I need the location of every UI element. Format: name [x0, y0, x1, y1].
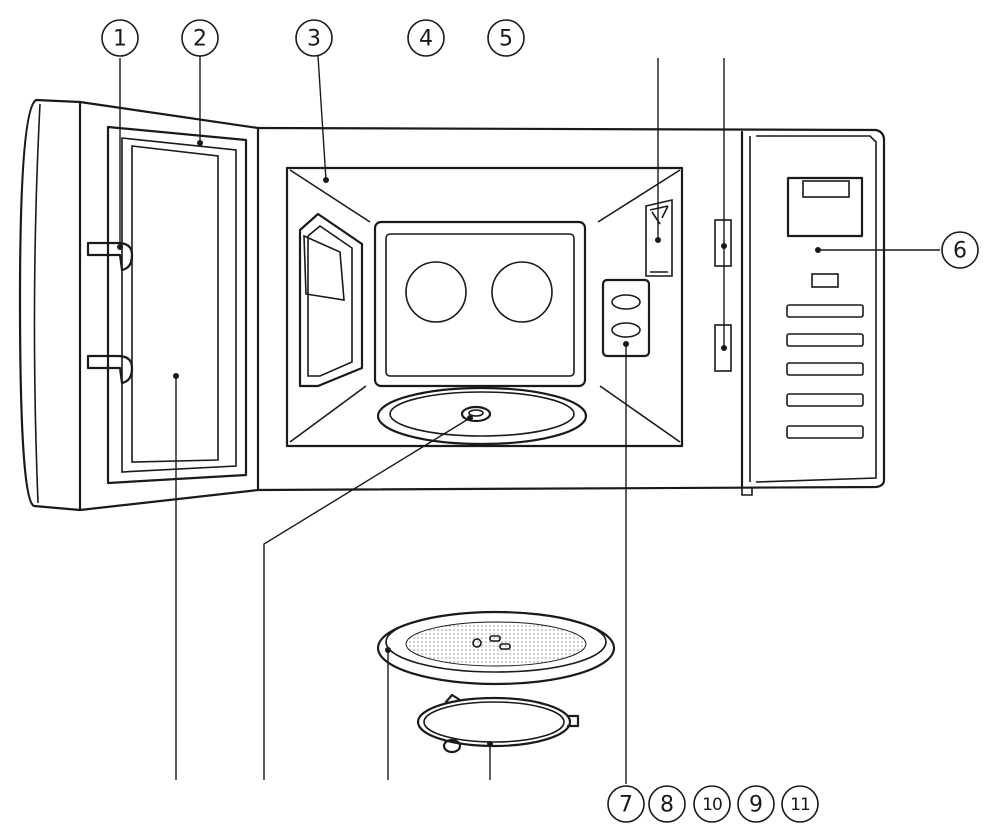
callout-1: 1 [101, 19, 139, 57]
control-button-4 [786, 393, 864, 407]
callout-11: 11 [781, 785, 819, 823]
callout-10-label: 10 [702, 795, 722, 815]
microwave-cabinet [256, 126, 886, 496]
cavity-floor-recess [376, 386, 588, 446]
callout-9: 9 [737, 785, 775, 823]
callout-5-label: 5 [499, 27, 513, 52]
door-latch-hook-lower [86, 354, 134, 385]
back-wall-vent-right [491, 261, 553, 323]
callout-10: 10 [693, 785, 731, 823]
callout-11-label: 11 [790, 795, 810, 815]
callout-7-label: 7 [619, 793, 633, 818]
callout-8-label: 8 [660, 793, 674, 818]
callout-4-label: 4 [419, 27, 433, 52]
callout-7: 7 [607, 785, 645, 823]
display-window [786, 176, 864, 238]
callout-1-label: 1 [113, 27, 127, 52]
callout-2-label: 2 [193, 27, 207, 52]
callout-6: 6 [941, 231, 979, 269]
control-button-1 [786, 304, 864, 318]
control-button-2 [786, 333, 864, 347]
callout-8: 8 [648, 785, 686, 823]
control-button-3 [786, 362, 864, 376]
interlock-slot-lower [714, 324, 732, 372]
microwave-door [18, 98, 260, 512]
door-release-button [811, 273, 839, 288]
waveguide-cover [645, 198, 673, 277]
callout-2: 2 [181, 19, 219, 57]
callout-6-label: 6 [953, 239, 967, 264]
turntable-shaft [460, 405, 492, 423]
callout-4: 4 [407, 19, 445, 57]
callout-5: 5 [487, 19, 525, 57]
glass-turntable-tray [376, 610, 616, 686]
back-wall-vent-left [405, 261, 467, 323]
interlock-slot-upper [714, 219, 732, 267]
callout-3-label: 3 [307, 27, 321, 52]
roller-ring-support [416, 693, 580, 754]
oven-cavity [285, 166, 684, 448]
door-latch-hook-upper [86, 241, 134, 272]
callout-3: 3 [295, 19, 333, 57]
control-button-5 [786, 425, 864, 439]
control-panel [755, 135, 877, 483]
callout-9-label: 9 [749, 793, 763, 818]
leader-lines [117, 55, 940, 784]
